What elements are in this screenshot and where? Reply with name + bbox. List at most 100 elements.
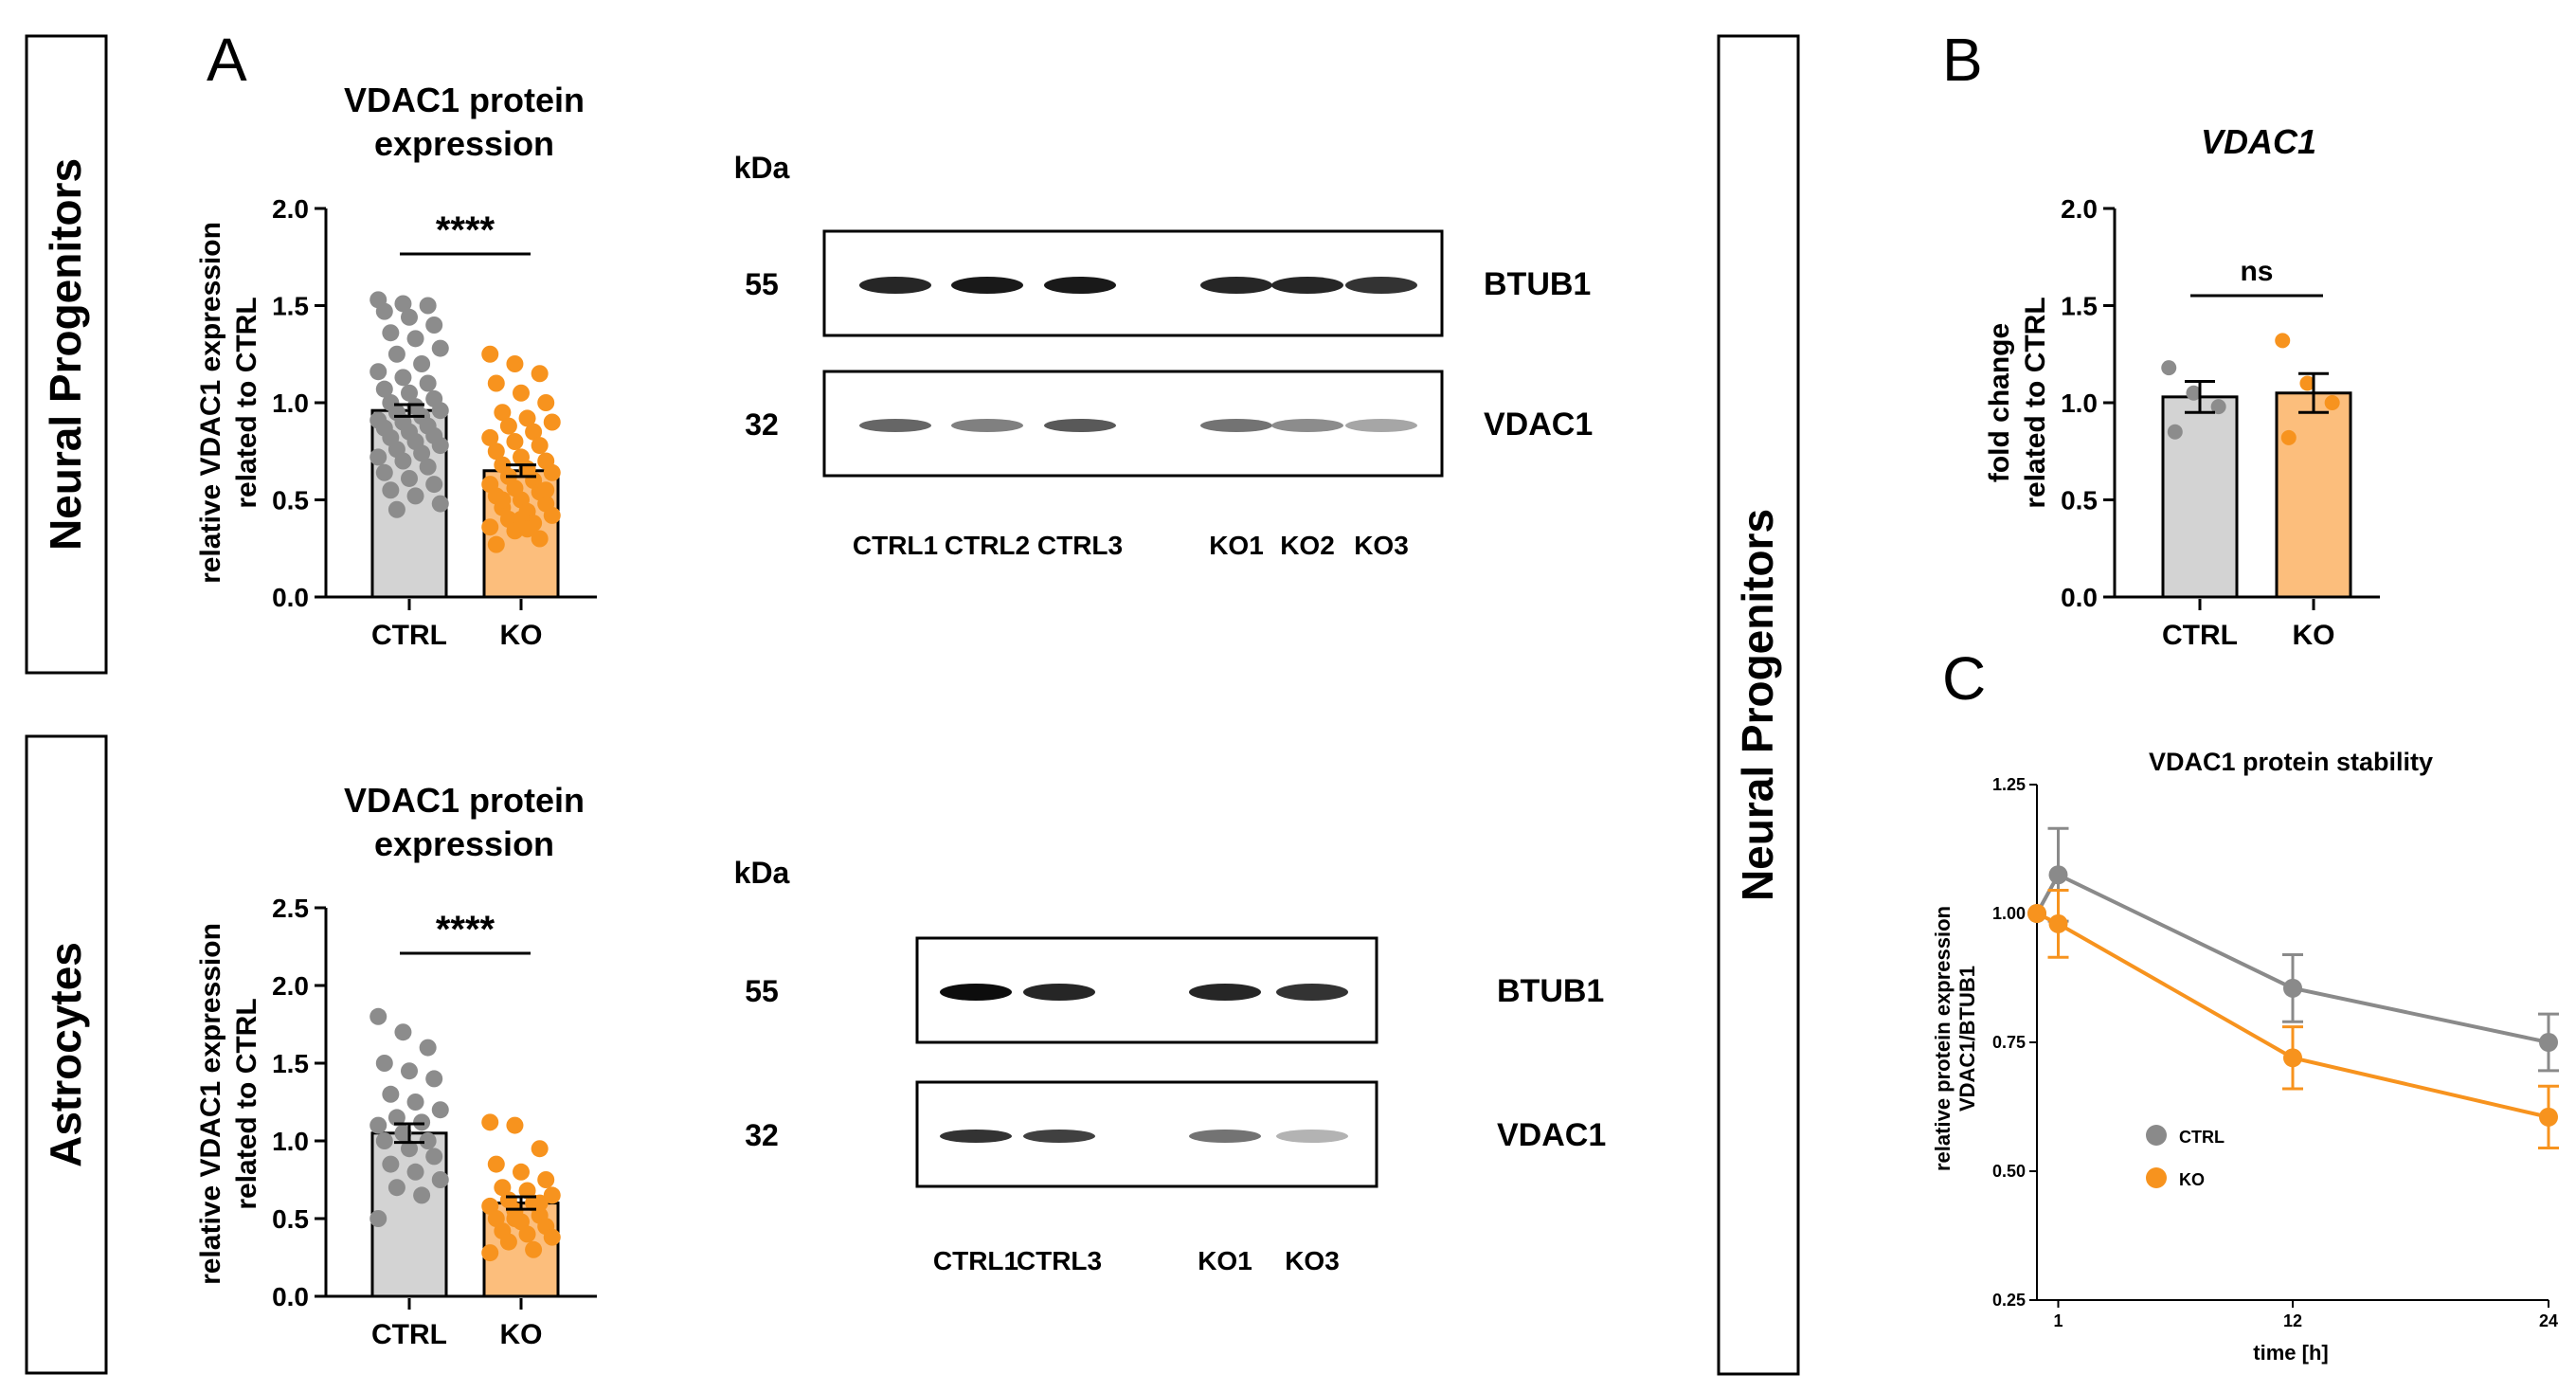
legend-label: CTRL <box>2179 1128 2225 1147</box>
y-tick-label: 0.0 <box>272 1282 309 1311</box>
data-point <box>494 491 512 509</box>
data-point <box>406 330 424 348</box>
legend-marker <box>2146 1167 2167 1188</box>
blot-band <box>1345 277 1417 294</box>
legend-marker <box>2146 1125 2167 1146</box>
y-axis-label-line-2: related to CTRL <box>231 998 262 1209</box>
data-point <box>513 384 530 402</box>
x-tick-label: KO <box>2293 620 2335 651</box>
chart-title-line-1: VDAC1 protein <box>344 781 585 820</box>
data-point <box>2161 360 2177 376</box>
side-label-np-right: Neural Progenitors <box>1733 509 1782 901</box>
series-line-ctrl <box>2035 872 2549 1044</box>
data-point <box>375 1055 393 1072</box>
data-point <box>419 1132 437 1149</box>
data-point <box>406 487 424 505</box>
data-point <box>543 413 561 431</box>
chart-title-line-1: VDAC1 protein <box>344 81 585 119</box>
protein-label: VDAC1 <box>1484 407 1593 443</box>
data-point <box>387 345 405 363</box>
protein-label: BTUB1 <box>1484 266 1591 302</box>
blot-band <box>1200 277 1272 294</box>
data-point <box>2167 424 2183 440</box>
data-point <box>375 380 393 398</box>
lane-label: CTRL3 <box>1017 1246 1102 1275</box>
protein-label: VDAC1 <box>1497 1117 1606 1153</box>
data-point <box>419 458 437 476</box>
data-point <box>401 308 418 326</box>
y-tick-label: 0.75 <box>1992 1033 2026 1052</box>
y-tick-label: 1.0 <box>272 1127 309 1156</box>
data-point <box>543 1186 561 1204</box>
y-axis-label-line-2: related to CTRL <box>2020 297 2051 508</box>
data-point <box>499 1233 517 1251</box>
data-point <box>531 1194 549 1212</box>
data-point <box>537 481 555 499</box>
data-point <box>369 1116 387 1134</box>
y-tick-label: 0.5 <box>2061 486 2098 515</box>
y-tick-label: 1.0 <box>2061 389 2098 418</box>
x-tick-label: CTRL <box>2162 620 2238 651</box>
y-tick-label: 2.0 <box>2061 194 2098 224</box>
y-axis-label-line-2: VDAC1/BTUB1 <box>1955 966 1979 1112</box>
data-point <box>413 355 431 372</box>
data-point <box>425 1148 443 1166</box>
x-tick-label: KO <box>500 1319 543 1350</box>
data-point <box>431 1171 449 1188</box>
significance-label: **** <box>436 909 495 950</box>
side-box-np-right <box>1717 34 1800 1376</box>
y-axis-label-line-1: relative protein expression <box>1931 906 1955 1171</box>
blot-band <box>1276 984 1348 1001</box>
data-point <box>394 1124 412 1142</box>
data-point <box>2210 399 2226 415</box>
data-point <box>382 481 400 499</box>
blot-band <box>859 419 931 432</box>
x-tick-label: 24 <box>2539 1311 2558 1330</box>
data-point <box>494 404 512 422</box>
side-box-astro <box>25 734 108 1375</box>
data-point <box>431 495 449 513</box>
chart-astro-expression: VDAC1 protein expression relative VDAC1 … <box>195 781 597 1350</box>
x-tick-label: CTRL <box>371 1319 447 1350</box>
data-point <box>525 423 543 441</box>
y-tick-label: 1.5 <box>272 292 309 321</box>
data-point <box>375 1132 393 1149</box>
x-axis-label: time [h] <box>2253 1341 2328 1365</box>
kda-label: kDa <box>734 151 790 185</box>
data-point <box>394 1023 412 1041</box>
blot-band <box>940 984 1012 1001</box>
data-point <box>2283 1048 2302 1068</box>
data-point <box>387 1179 405 1197</box>
y-axis-label-line-1: fold change <box>1984 323 2015 482</box>
x-tick-label: 1 <box>2053 1311 2063 1330</box>
data-point <box>2299 375 2315 391</box>
data-point <box>487 1155 505 1173</box>
data-point <box>387 500 405 518</box>
blot-band <box>1023 984 1095 1001</box>
data-point <box>513 1163 530 1181</box>
y-tick-label: 1.5 <box>2061 292 2098 321</box>
side-label-astro: Astrocytes <box>41 942 90 1167</box>
data-point <box>543 463 561 481</box>
chart-title: VDAC1 <box>2201 122 2316 161</box>
blot-band <box>1044 419 1116 432</box>
y-tick-label: 1.0 <box>272 389 309 418</box>
data-point <box>401 1140 418 1158</box>
y-tick-label: 2.0 <box>272 971 309 1001</box>
mw-label: 55 <box>745 974 779 1008</box>
data-point <box>525 1240 543 1258</box>
data-point <box>382 324 400 342</box>
data-point <box>506 1116 524 1134</box>
y-tick-label: 1.00 <box>1992 904 2026 923</box>
data-point <box>506 1210 524 1227</box>
data-point <box>481 1244 499 1262</box>
data-point <box>401 384 418 402</box>
chart-np-expression: VDAC1 protein expression relative VDAC1 … <box>195 81 597 651</box>
data-point <box>531 365 549 383</box>
lane-label: CTRL1 <box>933 1246 1018 1275</box>
data-point <box>369 1007 387 1025</box>
panel-label-b: B <box>1942 26 1983 94</box>
data-point <box>425 476 443 494</box>
